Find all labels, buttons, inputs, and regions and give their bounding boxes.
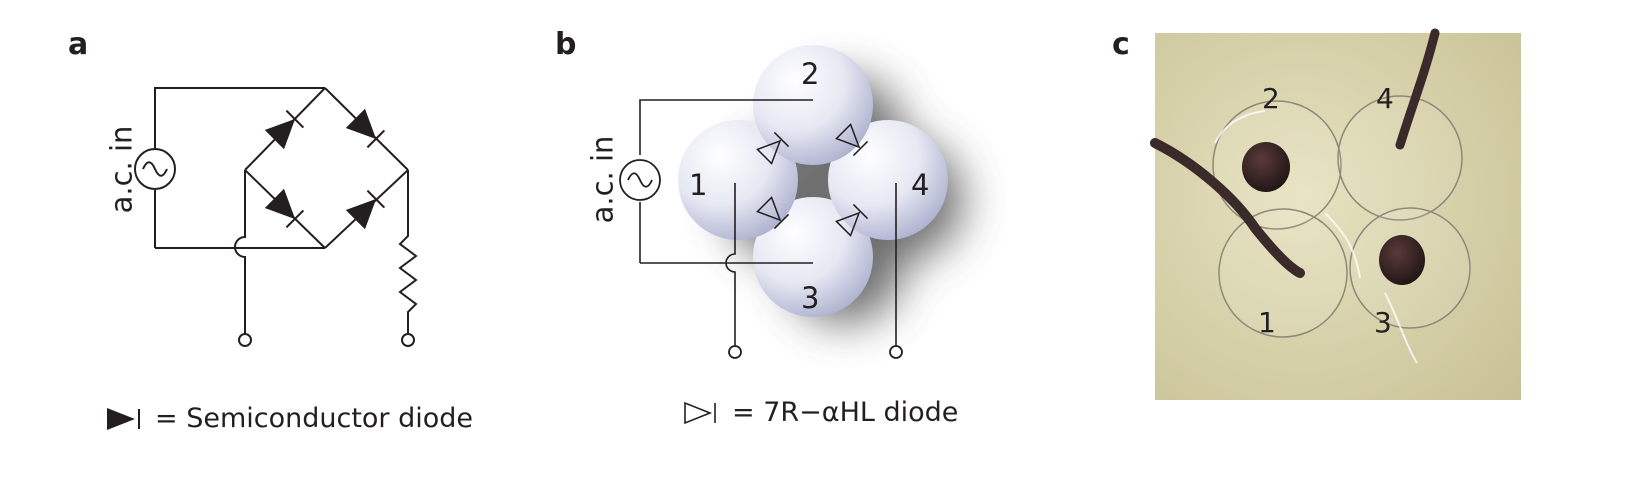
terminal-b-right-icon xyxy=(889,345,903,359)
terminal-right-icon xyxy=(401,333,415,347)
droplet-label-1: 1 xyxy=(689,168,708,202)
terminal-left-icon xyxy=(238,333,252,347)
panel-b-droplet-circuit xyxy=(619,45,963,359)
output-lead-right xyxy=(398,170,418,335)
diode-upper-right-icon xyxy=(345,108,386,149)
photo-dyed-droplet-2 xyxy=(1242,142,1290,192)
diode-upper-left-icon xyxy=(264,109,305,150)
panel-b-legend-text: = 7R−αHL diode xyxy=(732,397,959,428)
photo-number-4: 4 xyxy=(1376,82,1394,115)
panel-c-letter: c xyxy=(1112,27,1130,62)
wire-b-top xyxy=(639,99,813,155)
ahl-diode-legend-icon xyxy=(684,401,716,424)
photo-dyed-droplet-3 xyxy=(1379,235,1425,285)
photo-droplet-4 xyxy=(1337,95,1463,221)
terminal-b-left-icon xyxy=(728,345,742,359)
droplet-1 xyxy=(678,120,798,240)
panel-c-droplet-photo xyxy=(1150,28,1521,400)
semiconductor-diode-legend-icon xyxy=(107,407,140,430)
photo-number-1: 1 xyxy=(1258,306,1276,339)
photo-number-3: 3 xyxy=(1374,306,1392,339)
diode-lower-left-icon xyxy=(264,188,305,229)
photo-number-2: 2 xyxy=(1262,82,1280,115)
ahl-diode-1-2-icon xyxy=(756,131,790,165)
panel-a-legend: = Semiconductor diode xyxy=(105,403,473,434)
panel-a-letter: a xyxy=(68,27,89,62)
ahl-diode-3-4-icon xyxy=(835,203,869,237)
droplet-2 xyxy=(753,45,873,165)
panel-b-legend: = 7R−αHL diode xyxy=(682,397,958,428)
photo-droplet-1 xyxy=(1218,208,1348,338)
ahl-diode-1-3-icon xyxy=(756,196,790,230)
droplet-label-2: 2 xyxy=(801,57,820,91)
panel-a-bridge-rectifier-circuit xyxy=(134,87,418,347)
panel-a-legend-text: = Semiconductor diode xyxy=(155,403,474,434)
electrode-1-lead xyxy=(725,183,736,347)
output-lead-left xyxy=(234,170,246,335)
panel-b-source-label: a.c. in xyxy=(585,135,620,224)
droplet-label-4: 4 xyxy=(911,168,930,202)
ahl-diode-2-4-icon xyxy=(835,123,869,157)
photo-electrode-1 xyxy=(1150,138,1305,278)
panel-b-letter: b xyxy=(555,27,577,62)
diode-lower-right-icon xyxy=(345,189,386,230)
droplet-label-3: 3 xyxy=(801,281,820,315)
photo-electrode-4 xyxy=(1395,28,1440,150)
